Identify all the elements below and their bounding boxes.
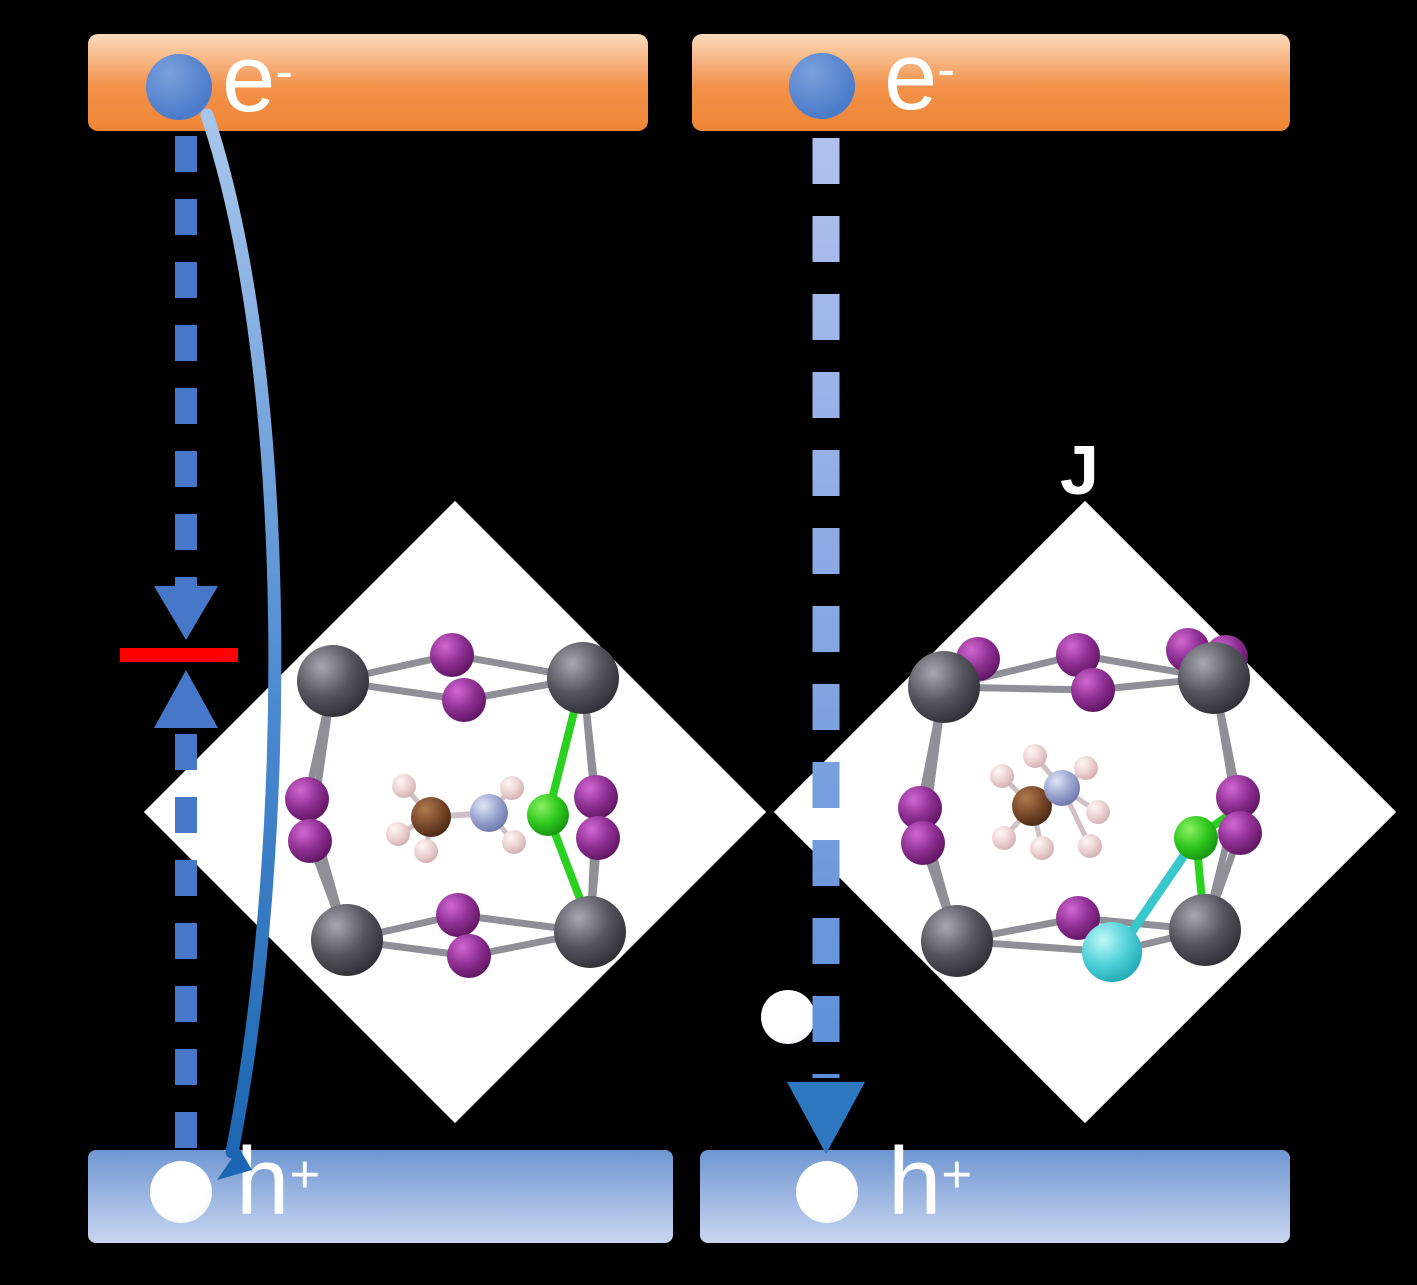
electron-label-left-base: e [222, 25, 276, 132]
electron-label-right: e- [884, 24, 955, 130]
hole-label-right-base: h [888, 1128, 942, 1235]
trap-state-line [120, 648, 238, 662]
electron-label-right-sup: - [937, 39, 955, 99]
valence-band-right [700, 1150, 1290, 1243]
electron-circle-left [146, 54, 212, 120]
radiative-recombination-curve [200, 108, 282, 1159]
hole-capture-arrowhead-up [154, 670, 218, 728]
electron-label-left-sup: - [275, 41, 293, 101]
hole-label-right-sup: + [941, 1144, 973, 1204]
conduction-band-right [692, 34, 1290, 131]
hole-label-left-base: h [236, 1128, 290, 1235]
hole-label-left: h+ [236, 1129, 320, 1235]
hole-circle-right [796, 1161, 858, 1223]
hole-label-left-sup: + [289, 1144, 321, 1204]
recombination-arrowhead-right [787, 1082, 865, 1154]
hole-circle-floating [761, 990, 815, 1044]
crystal-inset-left [143, 500, 767, 1124]
crystal-inset-right [773, 500, 1397, 1124]
electron-circle-right [789, 53, 855, 119]
hole-circle-left [150, 1161, 212, 1223]
electron-label-right-base: e [884, 23, 938, 130]
electron-label-left: e- [222, 26, 293, 132]
electron-capture-arrowhead-down [154, 586, 218, 640]
stray-glyph-fragment: J [1060, 431, 1099, 509]
hole-label-right: h+ [888, 1129, 972, 1235]
